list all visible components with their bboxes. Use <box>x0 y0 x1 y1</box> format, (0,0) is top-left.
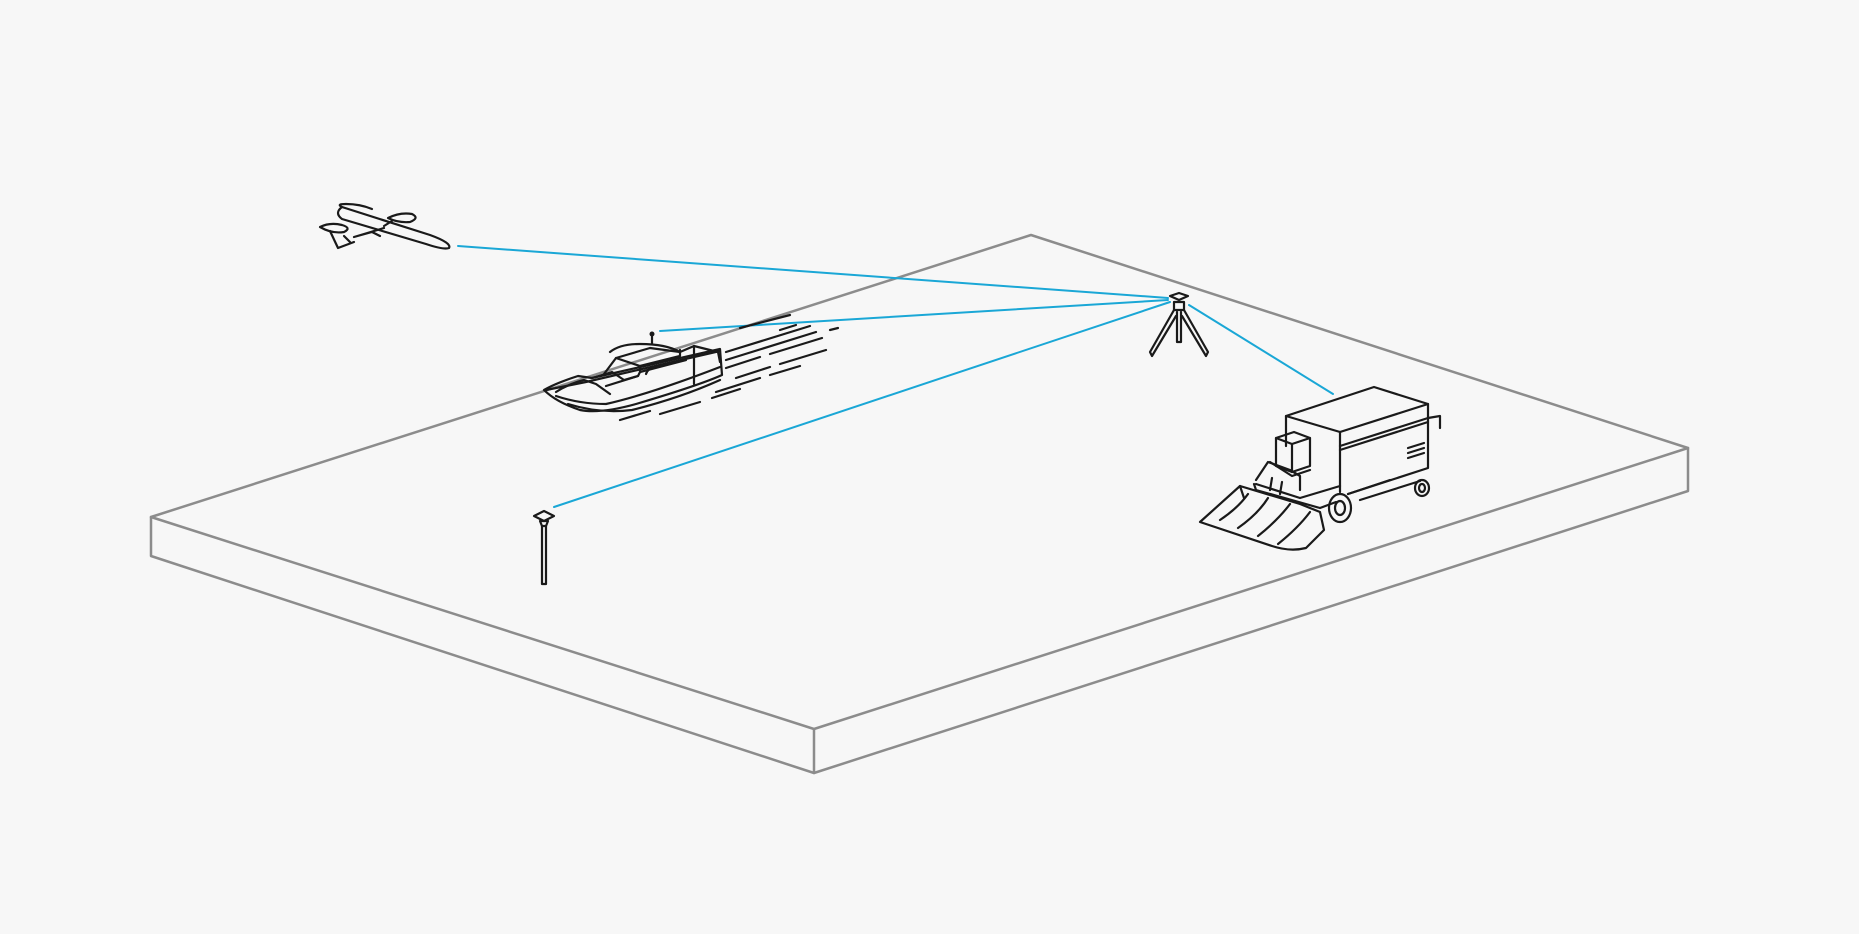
platform-left-side <box>149 515 816 775</box>
link-rover-to-base <box>553 301 1171 508</box>
tripod-gnss-base-station-icon <box>1148 291 1210 358</box>
platform-right-side <box>812 446 1690 775</box>
link-harvester-to-base <box>1188 304 1334 395</box>
platform <box>149 233 1690 775</box>
gnss-rover-pole-icon <box>532 509 556 586</box>
survey-boat-icon <box>542 313 840 422</box>
fixed-wing-drone-icon <box>318 202 451 250</box>
link-drone-to-base <box>457 245 1169 299</box>
combine-harvester-icon <box>1198 385 1442 551</box>
